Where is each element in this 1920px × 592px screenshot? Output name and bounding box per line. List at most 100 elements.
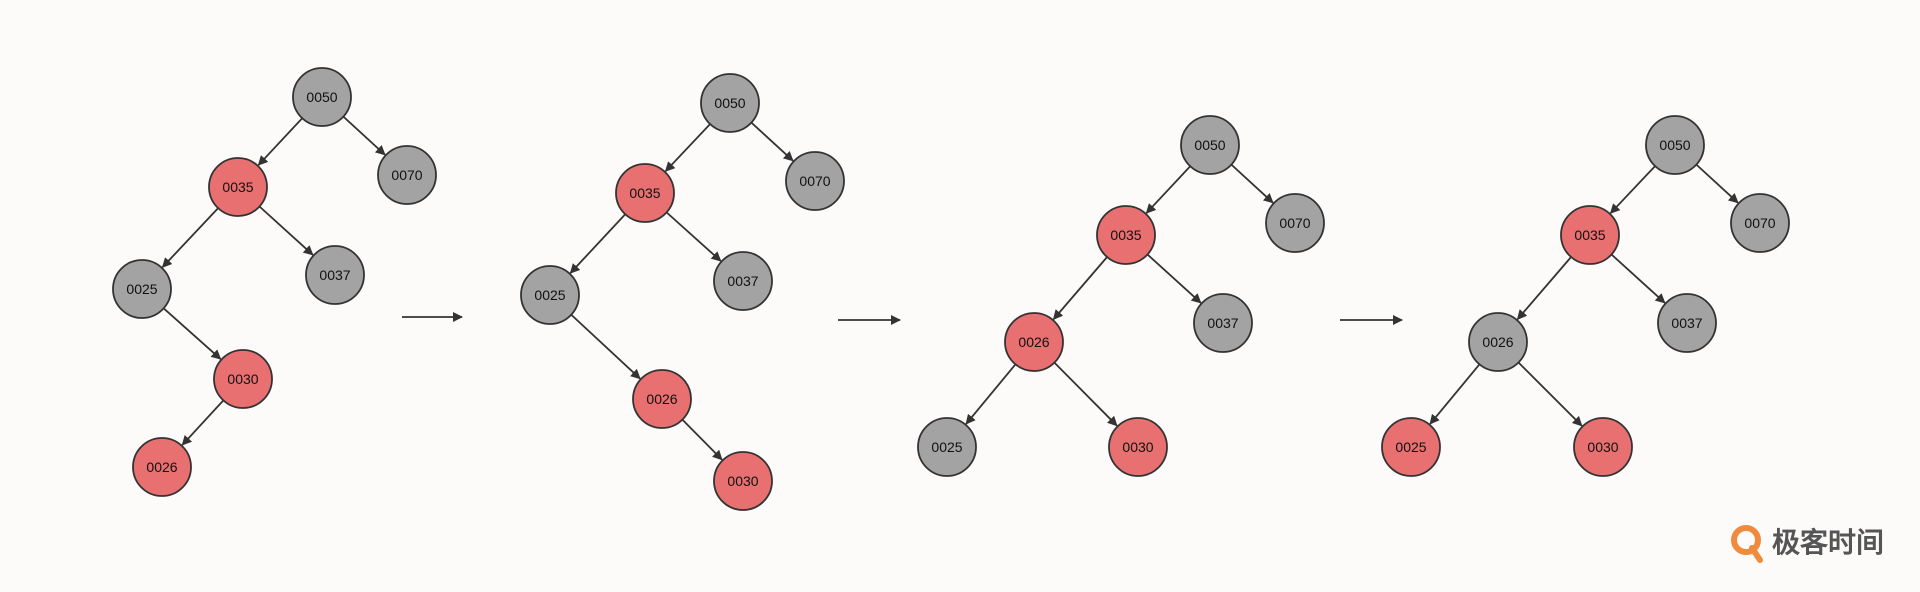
node-0025: 0025 — [520, 265, 580, 325]
edge-26-25 — [965, 363, 1017, 425]
edge-50-70 — [1695, 163, 1739, 204]
black-node-circle — [785, 151, 845, 211]
red-node-circle — [1108, 417, 1168, 477]
node-label: 0037 — [319, 267, 350, 283]
edge-50-35 — [1145, 165, 1191, 214]
node-label: 0030 — [727, 473, 758, 489]
red-node-circle — [1004, 312, 1064, 372]
node-label: 0035 — [1574, 227, 1605, 243]
node-label: 0050 — [1659, 137, 1690, 153]
node-0025: 0025 — [112, 259, 172, 319]
node-label: 0025 — [931, 439, 962, 455]
node-0037: 0037 — [1657, 293, 1717, 353]
node-0030: 0030 — [1573, 417, 1633, 477]
black-node-circle — [305, 245, 365, 305]
red-node-circle — [1573, 417, 1633, 477]
edge-26-30 — [1053, 361, 1118, 427]
edge-35-26 — [1516, 256, 1572, 321]
node-label: 0037 — [727, 273, 758, 289]
edge-25-30 — [163, 307, 222, 360]
black-node-circle — [917, 417, 977, 477]
node-label: 0050 — [714, 95, 745, 111]
edge-50-35 — [664, 123, 711, 172]
node-0035: 0035 — [615, 163, 675, 223]
black-node-circle — [1193, 293, 1253, 353]
black-node-circle — [1645, 115, 1705, 175]
black-node-circle — [713, 251, 773, 311]
node-0035: 0035 — [208, 157, 268, 217]
node-0050: 0050 — [1645, 115, 1705, 175]
node-label: 0026 — [1482, 334, 1513, 350]
black-node-circle — [520, 265, 580, 325]
edge-35-37 — [1610, 253, 1666, 304]
edge-35-37 — [1146, 253, 1202, 304]
edge-50-35 — [1609, 165, 1656, 214]
node-label: 0025 — [126, 281, 157, 297]
edge-35-25 — [569, 213, 626, 274]
node-label: 0037 — [1207, 315, 1238, 331]
black-node-circle — [377, 145, 437, 205]
node-0050: 0050 — [292, 67, 352, 127]
edge-50-35 — [257, 117, 303, 166]
node-0070: 0070 — [1265, 193, 1325, 253]
node-label: 0025 — [1395, 439, 1426, 455]
edge-35-26 — [1052, 256, 1108, 321]
node-0037: 0037 — [1193, 293, 1253, 353]
node-0037: 0037 — [713, 251, 773, 311]
node-label: 0030 — [1122, 439, 1153, 455]
node-label: 0025 — [534, 287, 565, 303]
red-node-circle — [1096, 205, 1156, 265]
red-node-circle — [1381, 417, 1441, 477]
node-0037: 0037 — [305, 245, 365, 305]
node-label: 0030 — [227, 371, 258, 387]
edge-50-70 — [342, 115, 386, 156]
node-label: 0030 — [1587, 439, 1618, 455]
geektime-logo: 极客时间 — [1731, 525, 1884, 563]
edge-35-37 — [665, 211, 722, 262]
node-0050: 0050 — [1180, 115, 1240, 175]
node-label: 0026 — [646, 391, 677, 407]
black-node-circle — [1468, 312, 1528, 372]
red-node-circle — [615, 163, 675, 223]
edge-50-70 — [750, 121, 794, 162]
trees-layer: 0050 0070 0035 0037 0025 0030 0026 0050 0070 0035… — [112, 67, 1790, 511]
node-0030: 0030 — [213, 349, 273, 409]
black-node-circle — [700, 73, 760, 133]
node-label: 0050 — [306, 89, 337, 105]
node-label: 0070 — [391, 167, 422, 183]
edge-25-26 — [570, 314, 641, 380]
node-0030: 0030 — [713, 451, 773, 511]
node-0026: 0026 — [1468, 312, 1528, 372]
edge-35-37 — [258, 205, 314, 256]
tree-2: 0050 0070 0035 0037 0025 0026 0030 — [520, 73, 845, 511]
node-label: 0035 — [629, 185, 660, 201]
tree-4: 0050 0070 0035 0037 0026 0025 0030 — [1381, 115, 1790, 477]
node-0070: 0070 — [1730, 193, 1790, 253]
red-node-circle — [213, 349, 273, 409]
transition-arrows — [402, 312, 1403, 325]
node-label: 0037 — [1671, 315, 1702, 331]
node-0025: 0025 — [917, 417, 977, 477]
node-label: 0070 — [1744, 215, 1775, 231]
black-node-circle — [1180, 115, 1240, 175]
tree-3: 0050 0070 0035 0037 0026 0025 0030 — [917, 115, 1325, 477]
edge-35-25 — [161, 207, 219, 268]
edge-26-30 — [681, 418, 723, 461]
node-0070: 0070 — [377, 145, 437, 205]
node-label: 0035 — [1110, 227, 1141, 243]
node-label: 0070 — [799, 173, 830, 189]
node-label: 0050 — [1194, 137, 1225, 153]
node-0070: 0070 — [785, 151, 845, 211]
node-0025: 0025 — [1381, 417, 1441, 477]
node-label: 0070 — [1279, 215, 1310, 231]
edge-26-25 — [1429, 363, 1481, 425]
geektime-q-logo-icon — [1731, 525, 1763, 563]
node-label: 0026 — [1018, 334, 1049, 350]
node-label: 0035 — [222, 179, 253, 195]
red-node-circle — [132, 437, 192, 497]
black-node-circle — [112, 259, 172, 319]
node-0026: 0026 — [632, 369, 692, 429]
black-node-circle — [1657, 293, 1717, 353]
